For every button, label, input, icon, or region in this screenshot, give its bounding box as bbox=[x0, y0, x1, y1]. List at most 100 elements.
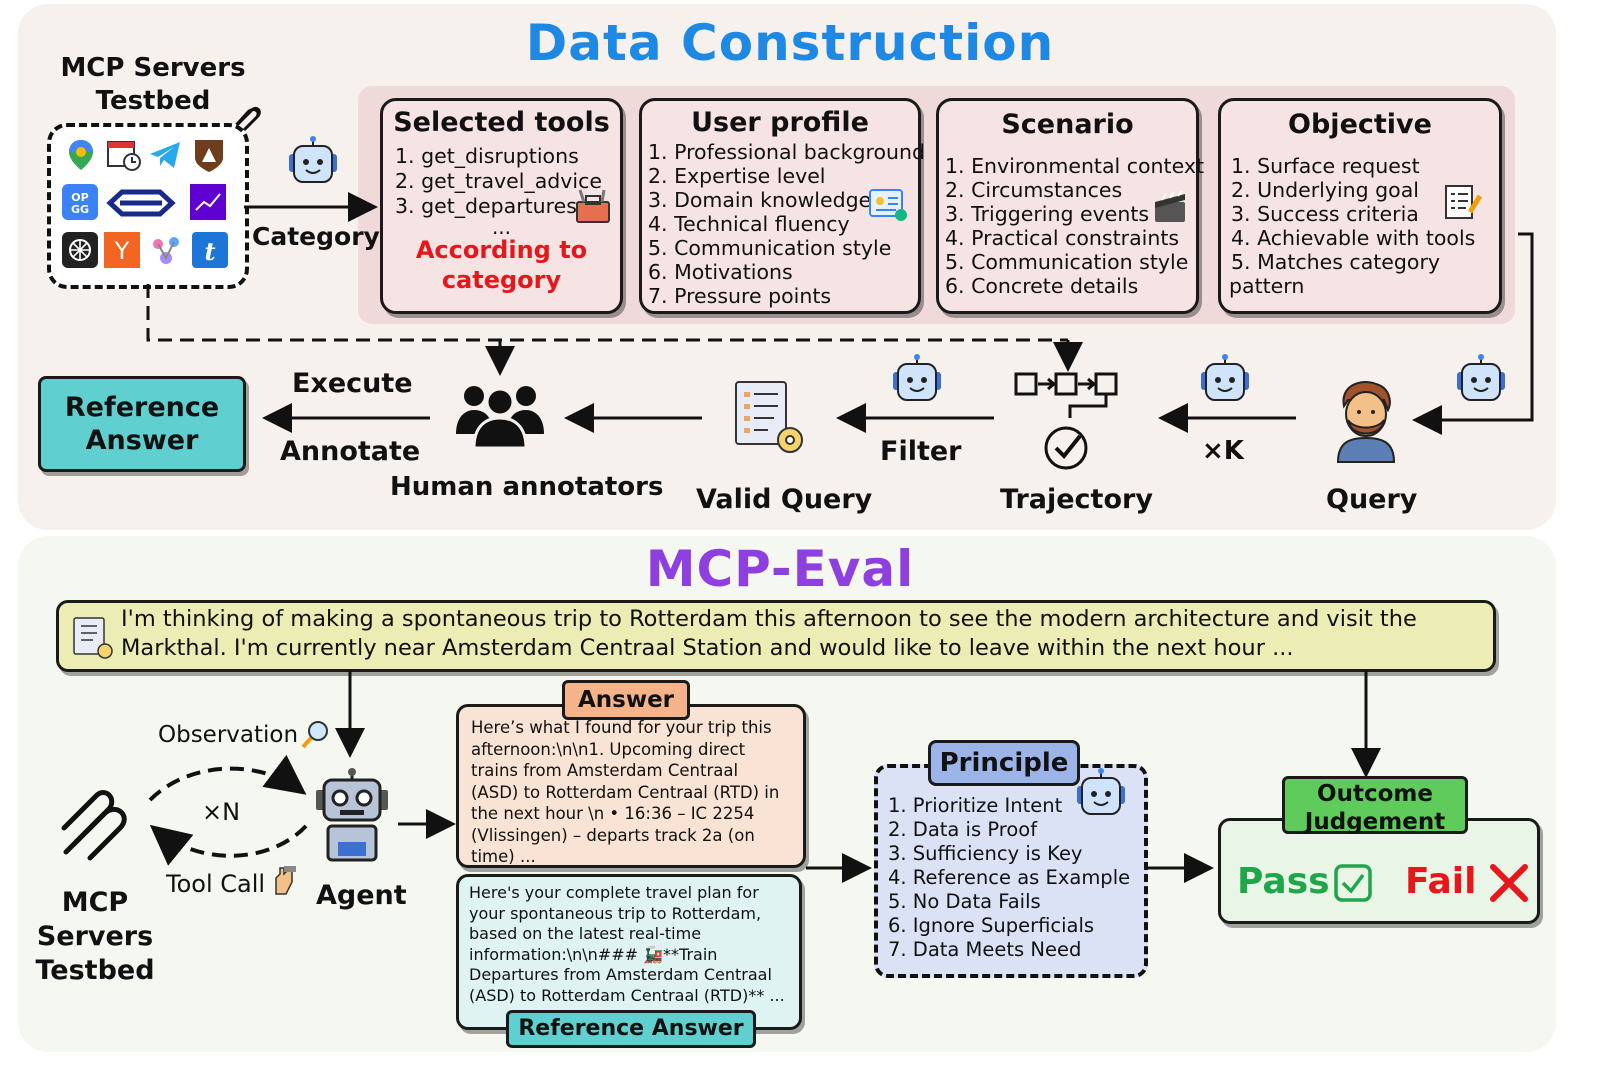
id-card-icon bbox=[869, 189, 907, 221]
principle-item: 2. Data is Proof bbox=[888, 818, 1038, 841]
park-badge-icon bbox=[195, 140, 223, 172]
scenario-item: 1. Environmental context bbox=[945, 154, 1205, 178]
answer-line: trains from Amsterdam Centraal bbox=[471, 761, 739, 780]
selected-tool-item: 1. get_disruptions bbox=[395, 144, 579, 168]
robot-icon bbox=[1457, 354, 1505, 401]
robot-icon bbox=[1201, 354, 1249, 401]
scenario-item: 4. Practical constraints bbox=[945, 226, 1180, 250]
objective-list: 1. Surface request 2. Underlying goal 3.… bbox=[1221, 154, 1499, 298]
answer-line: afternoon:\n\n1. Upcoming direct bbox=[471, 739, 746, 759]
according-to-category-note: According to category bbox=[415, 236, 588, 294]
principle-item: 4. Reference as Example bbox=[888, 866, 1131, 889]
reference-answer-tag: Reference Answer bbox=[506, 1010, 756, 1048]
agent-robot-icon bbox=[316, 768, 388, 862]
data-construction-title: Data Construction bbox=[525, 14, 1055, 72]
user-profile-item: 2. Expertise level bbox=[648, 164, 826, 188]
clapperboard-icon bbox=[1155, 190, 1185, 222]
reference-line: your spontaneous trip to Rotterdam, bbox=[469, 903, 762, 923]
pass-label: Pass bbox=[1237, 861, 1330, 902]
robot-icon bbox=[1077, 768, 1125, 815]
filter-label: Filter bbox=[880, 436, 962, 467]
user-profile-title: User profile bbox=[691, 107, 869, 138]
xk-label: ×K bbox=[1202, 436, 1244, 466]
scenario-list: 1. Environmental context 2. Circumstance… bbox=[939, 154, 1205, 298]
ns-rail-icon bbox=[106, 189, 176, 217]
objective-wrap-line: pattern bbox=[1229, 274, 1305, 298]
testbed-label: MCP Servers Testbed bbox=[60, 53, 246, 116]
principle-item: 6. Ignore Superficials bbox=[888, 914, 1095, 937]
user-profile-list: 1. Professional background 2. Expertise … bbox=[642, 140, 926, 308]
objective-title: Objective bbox=[1288, 109, 1432, 140]
mcp-logo-icon bbox=[61, 790, 127, 861]
annotate-label: Annotate bbox=[280, 436, 421, 467]
user-profile-item: 6. Motivations bbox=[648, 260, 793, 284]
kubernetes-icon bbox=[62, 232, 98, 268]
mcp-eval-title: MCP-Eval bbox=[645, 540, 915, 598]
execute-label: Execute bbox=[292, 368, 413, 399]
molecule-icon bbox=[153, 237, 179, 264]
svg-text:GG: GG bbox=[71, 203, 89, 216]
agent-label: Agent bbox=[316, 880, 407, 911]
cross-icon bbox=[1490, 864, 1528, 902]
reference-line: (ASD) to Rotterdam Centraal (RTD)** ... bbox=[469, 985, 785, 1005]
calendar-clock-icon bbox=[107, 141, 141, 171]
reference-answer-card-text: Here's your complete travel plan for you… bbox=[459, 877, 799, 1006]
objective-item: 1. Surface request bbox=[1231, 154, 1420, 178]
observation-label: Observation bbox=[158, 722, 299, 748]
mcp-testbed-label: MCP Servers Testbed bbox=[30, 886, 160, 988]
telegram-icon bbox=[150, 142, 180, 168]
hand-tool-icon bbox=[275, 866, 296, 895]
user-profile-item: 5. Communication style bbox=[648, 236, 892, 260]
answer-line: (Vlissingen) – departs track 2a (on bbox=[471, 825, 755, 845]
document-gear-icon bbox=[735, 381, 803, 453]
map-pin-icon bbox=[69, 140, 93, 170]
y-combinator-icon: Y bbox=[104, 232, 140, 268]
valid-query-label: Valid Query bbox=[696, 484, 873, 515]
svg-text:OP: OP bbox=[71, 191, 88, 204]
category-label: Category bbox=[252, 222, 380, 251]
document-gear-icon bbox=[73, 617, 113, 659]
user-profile-item: 1. Professional background bbox=[648, 140, 926, 164]
mcp-testbed-line: Servers bbox=[36, 921, 154, 952]
user-query-line: Markthal. I'm currently near Amsterdam C… bbox=[121, 635, 1294, 661]
robot-icon bbox=[289, 136, 337, 183]
selected-tools-list: 1. get_disruptions 2. get_travel_advice … bbox=[383, 144, 620, 219]
outcome-judgement-tag: Outcome Judgement bbox=[1282, 776, 1468, 835]
tools-ellipsis: ... bbox=[491, 215, 512, 239]
reference-line: based on the latest real-time bbox=[469, 924, 702, 943]
outcome-box: Pass Fail bbox=[1218, 818, 1540, 924]
principle-item: 7. Data Meets Need bbox=[888, 938, 1082, 961]
user-query-line: I'm thinking of making a spontaneous tri… bbox=[121, 606, 1417, 632]
tool-call-label: Tool Call bbox=[166, 870, 266, 898]
selected-tools-title: Selected tools bbox=[393, 107, 610, 138]
objective-item: 3. Success criteria bbox=[1231, 202, 1419, 226]
toolbox-icon bbox=[576, 189, 610, 223]
svg-text:t: t bbox=[204, 237, 215, 266]
human-annotators-label: Human annotators bbox=[390, 472, 664, 502]
user-profile-item: 4. Technical fluency bbox=[648, 212, 850, 236]
scenario-item: 2. Circumstances bbox=[945, 178, 1123, 202]
check-box-icon bbox=[1334, 864, 1372, 902]
trajectory-icon bbox=[1014, 372, 1118, 470]
scenario-item: 5. Communication style bbox=[945, 250, 1189, 274]
principle-item: 1. Prioritize Intent bbox=[888, 794, 1063, 817]
reference-answer-box: Reference Answer bbox=[38, 376, 246, 472]
principle-item: 5. No Data Fails bbox=[888, 890, 1041, 913]
principle-item: 3. Sufficiency is Key bbox=[888, 842, 1083, 865]
scenario-item: 6. Concrete details bbox=[945, 274, 1139, 298]
scenario-item: 3. Triggering events bbox=[945, 202, 1150, 226]
answer-line: Here’s what I found for your trip this bbox=[471, 718, 772, 737]
selected-tool-item: 3. get_departures bbox=[395, 194, 577, 218]
answer-text: Here’s what I found for your trip this a… bbox=[459, 707, 803, 865]
user-profile-item: 3. Domain knowledge bbox=[648, 188, 872, 212]
magnifier-icon bbox=[301, 721, 328, 749]
selected-tool-item: 2. get_travel_advice bbox=[395, 169, 602, 193]
scenario-box: Scenario 1. Environmental context 2. Cir… bbox=[936, 98, 1205, 314]
trajectory-label: Trajectory bbox=[1000, 484, 1153, 515]
principle-list: 1. Prioritize Intent 2. Data is Proof 3.… bbox=[878, 768, 1144, 962]
checklist-pencil-icon bbox=[1445, 185, 1483, 219]
answer-line: the next hour \n • 16:36 – IC 2254 bbox=[471, 804, 755, 823]
